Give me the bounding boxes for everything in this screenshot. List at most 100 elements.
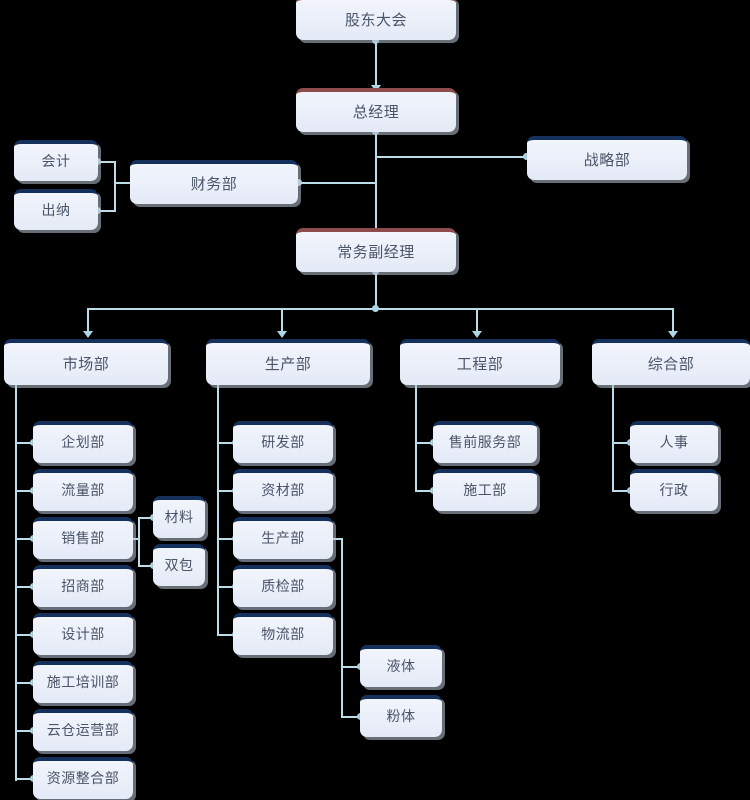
connector-deputy-stem [375, 271, 377, 309]
connector-drop-production [281, 308, 283, 334]
node-resource-integration-department[interactable]: 资源整合部 [33, 757, 133, 799]
node-construction-department[interactable]: 施工部 [433, 469, 537, 511]
node-rd-department[interactable]: 研发部 [233, 421, 333, 463]
connector-market-child [15, 538, 33, 540]
node-label: 双包 [164, 558, 194, 575]
node-label: 液体 [386, 659, 416, 676]
connector-drop-general [672, 308, 674, 334]
node-label: 会计 [41, 153, 71, 170]
node-accounting[interactable]: 会计 [14, 140, 98, 181]
connector-level3-bus [87, 308, 673, 310]
node-label: 战略部 [583, 150, 631, 169]
node-label: 工程部 [456, 354, 504, 373]
connector-material [138, 517, 154, 519]
node-material[interactable]: 材料 [153, 496, 205, 538]
node-general-department[interactable]: 综合部 [592, 339, 750, 385]
node-label: 总经理 [352, 102, 400, 121]
node-label: 常务副经理 [337, 242, 415, 261]
node-production-sub-department[interactable]: 生产部 [233, 517, 333, 559]
connector-prodsub-out [333, 538, 343, 540]
node-liquid[interactable]: 液体 [360, 645, 442, 687]
connector-dot [295, 179, 302, 186]
node-design-department[interactable]: 设计部 [33, 613, 133, 655]
node-sales-department[interactable]: 销售部 [33, 517, 133, 559]
connector-market-child [15, 586, 33, 588]
node-finance-department[interactable]: 财务部 [130, 160, 298, 204]
connector-arrow [277, 331, 287, 338]
connector-market-child [15, 730, 33, 732]
node-label: 研发部 [261, 435, 305, 452]
connector-market-child [15, 490, 33, 492]
node-market-department[interactable]: 市场部 [4, 339, 168, 385]
connector-general-spine [612, 385, 614, 492]
connector-market-child [15, 778, 33, 780]
node-shareholders[interactable]: 股东大会 [296, 0, 456, 40]
node-cashier[interactable]: 出纳 [14, 189, 98, 230]
node-qc-department[interactable]: 质检部 [233, 565, 333, 607]
connector-drop-market [87, 308, 89, 334]
node-logistics-department[interactable]: 物流部 [233, 613, 333, 655]
node-label: 设计部 [61, 627, 105, 644]
node-admin[interactable]: 行政 [630, 469, 718, 511]
connector-finance-trunk [114, 182, 130, 184]
connector-production-spine [217, 385, 219, 635]
node-materials-department[interactable]: 资材部 [233, 469, 333, 511]
node-label: 生产部 [264, 354, 312, 373]
node-label: 招商部 [61, 579, 105, 596]
connector-production-child [217, 442, 235, 444]
node-label: 生产部 [261, 531, 305, 548]
connector-general-child [612, 490, 630, 492]
connector-market-child [15, 634, 33, 636]
node-label: 资源整合部 [46, 771, 120, 788]
node-cloud-warehouse-department[interactable]: 云仓运营部 [33, 709, 133, 751]
connector-engineering-child [415, 442, 433, 444]
connector-dot [372, 305, 379, 312]
connector-shareholders-gm [375, 40, 377, 91]
node-hr[interactable]: 人事 [630, 421, 718, 463]
node-label: 施工培训部 [46, 675, 120, 692]
connector-engineering-child [415, 490, 433, 492]
node-label: 施工部 [463, 483, 507, 500]
node-label: 材料 [164, 510, 194, 527]
connector-engineering-spine [415, 385, 417, 492]
node-powder[interactable]: 粉体 [360, 695, 442, 737]
connector-production-child [217, 538, 235, 540]
connector-arrow [668, 331, 678, 338]
connector-production-child [217, 634, 235, 636]
node-investment-department[interactable]: 招商部 [33, 565, 133, 607]
node-label: 市场部 [62, 354, 110, 373]
node-presale-service-department[interactable]: 售前服务部 [433, 421, 537, 463]
connector-market-child [15, 442, 33, 444]
connector-dot [372, 37, 379, 44]
node-strategy-department[interactable]: 战略部 [527, 136, 687, 180]
node-label: 物流部 [261, 627, 305, 644]
node-label: 售前服务部 [448, 435, 522, 452]
node-label: 出纳 [41, 202, 71, 219]
connector-powder [341, 716, 361, 718]
node-general-manager[interactable]: 总经理 [296, 88, 456, 132]
connector-sales-out [132, 538, 140, 540]
connector-gm-strategy [375, 156, 527, 158]
node-production-department[interactable]: 生产部 [206, 339, 370, 385]
connector-arrow [472, 331, 482, 338]
node-double-pack[interactable]: 双包 [153, 544, 205, 586]
node-engineering-department[interactable]: 工程部 [400, 339, 560, 385]
connector-accounting [98, 161, 116, 163]
node-label: 质检部 [261, 579, 305, 596]
node-construction-training-department[interactable]: 施工培训部 [33, 661, 133, 703]
node-label: 人事 [659, 435, 689, 452]
connector-dot [523, 153, 530, 160]
connector-production-child [217, 586, 235, 588]
connector-general-child [612, 442, 630, 444]
connector-cashier [98, 210, 116, 212]
node-label: 企划部 [61, 435, 105, 452]
node-planning-department[interactable]: 企划部 [33, 421, 133, 463]
connector-arrow [83, 331, 93, 338]
node-traffic-department[interactable]: 流量部 [33, 469, 133, 511]
node-deputy-general-manager[interactable]: 常务副经理 [296, 228, 456, 272]
node-label: 综合部 [647, 354, 695, 373]
connector-gm-stem [375, 131, 377, 236]
node-label: 销售部 [61, 531, 105, 548]
node-label: 行政 [659, 483, 689, 500]
